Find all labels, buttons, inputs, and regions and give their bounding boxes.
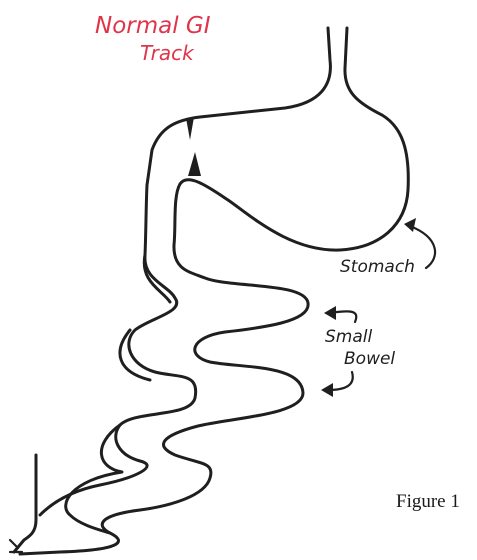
sphincter-lower-marker bbox=[188, 152, 201, 176]
sphincter-upper-marker bbox=[186, 117, 194, 140]
stomach-arrowhead bbox=[404, 218, 416, 232]
small-bowel-label-line1: Small bbox=[325, 327, 372, 347]
stomach-inner-wall bbox=[18, 26, 410, 556]
figure-caption: Figure 1 bbox=[396, 491, 460, 512]
rectum-line bbox=[12, 453, 38, 554]
small-bowel-upper-arrowhead bbox=[324, 306, 336, 320]
diagram-title-line1: Normal GI bbox=[95, 13, 211, 39]
exit-mark bbox=[8, 538, 24, 554]
small-bowel-label-line2: Bowel bbox=[344, 349, 395, 369]
stomach-label: Stomach bbox=[340, 257, 415, 277]
small-bowel-lower-arrowhead bbox=[321, 383, 333, 397]
stomach-outer-wall bbox=[38, 26, 332, 517]
stomach-arrow bbox=[408, 224, 437, 270]
small-bowel-strand bbox=[64, 253, 172, 535]
diagram-title-line2: Track bbox=[140, 41, 195, 65]
